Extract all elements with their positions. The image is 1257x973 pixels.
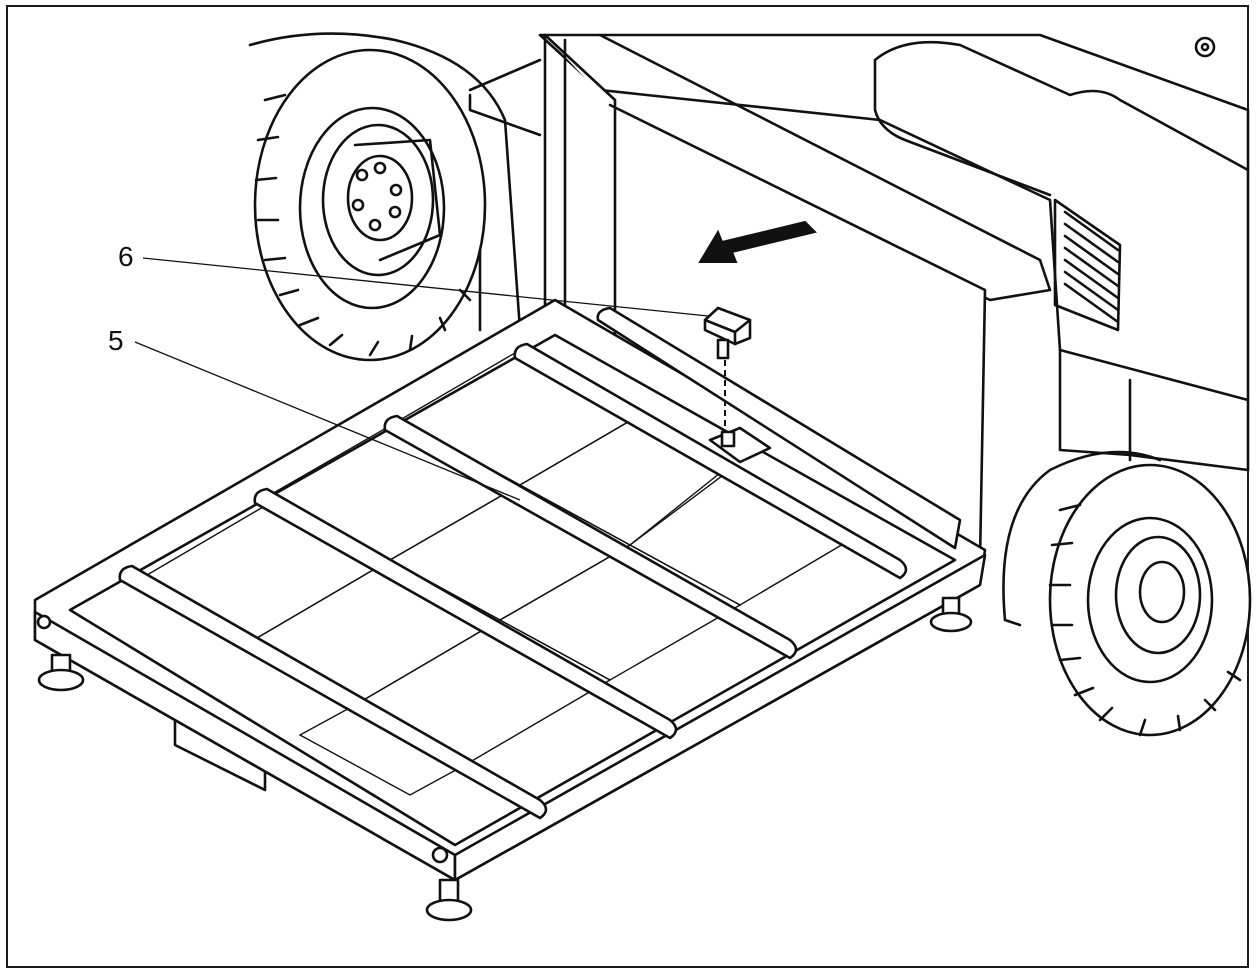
vent-grille — [1053, 198, 1122, 332]
rear-wheel-left — [248, 32, 522, 362]
tray-foot — [37, 653, 85, 692]
direction-arrow-icon — [698, 220, 817, 263]
fastening-pin-icon — [703, 306, 772, 464]
frame-hole — [36, 614, 52, 630]
callout-6-label: 6 — [118, 241, 134, 272]
tray-foot — [929, 596, 973, 633]
front-wheel-right — [1002, 450, 1252, 737]
tray-foot — [425, 878, 473, 922]
callout-5-label: 5 — [108, 325, 124, 356]
screw-icon — [1194, 36, 1216, 58]
frame-hole — [431, 846, 449, 864]
diagram-frame — [6, 5, 1249, 968]
leader-line-6 — [142, 257, 709, 317]
leader-line-5 — [134, 341, 521, 501]
